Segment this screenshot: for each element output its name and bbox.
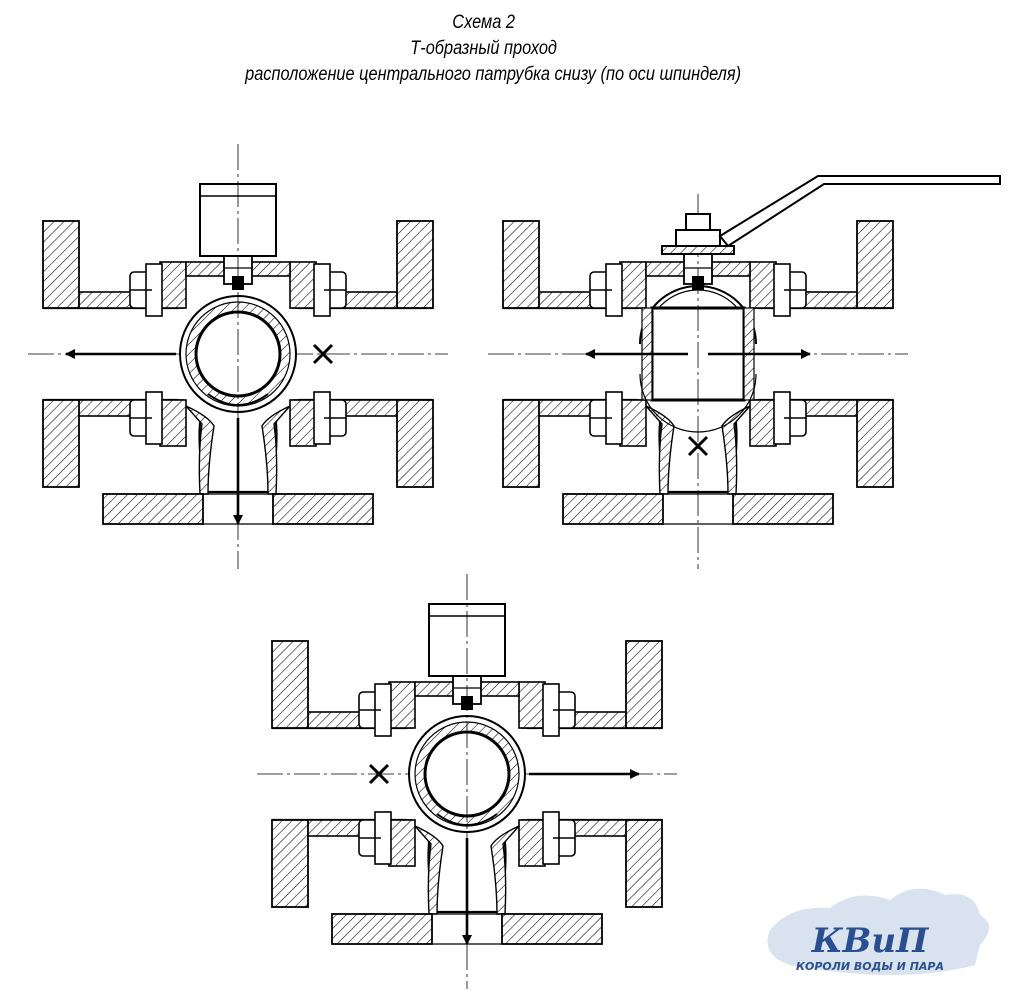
nozzle-position-subtitle: расположение центрального патрубка снизу… xyxy=(245,64,742,85)
logo-main-text: КВиП xyxy=(811,921,930,961)
cloud-shape xyxy=(767,888,989,975)
title-block: Схема 2 Т-образный проход расположение ц… xyxy=(72,10,953,88)
passage-type-title: Т-образный проход xyxy=(410,38,557,59)
company-logo: КВиП КОРОЛИ ВОДЫ И ПАРА xyxy=(767,888,989,975)
lever-handle xyxy=(661,175,1001,255)
valve-view-3 xyxy=(255,574,679,989)
scheme-title: Схема 2 xyxy=(452,12,515,33)
logo-sub-text: КОРОЛИ ВОДЫ И ПАРА xyxy=(796,960,944,973)
valve-view-2 xyxy=(486,175,1001,569)
valve-view-1 xyxy=(26,144,450,569)
